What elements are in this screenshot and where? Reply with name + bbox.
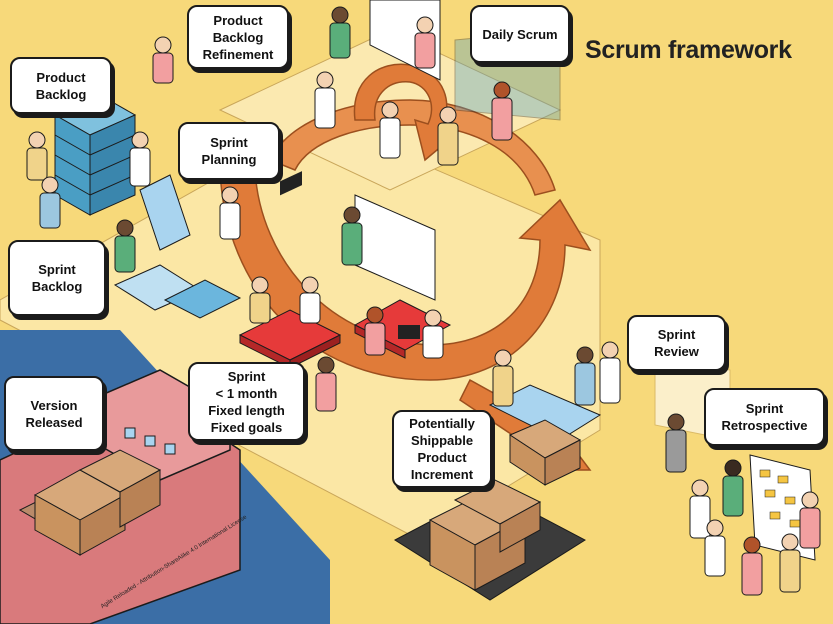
sprint-planning-label: Sprint Planning — [201, 135, 257, 167]
refinement-panel — [139, 174, 191, 251]
pallet-boxes — [394, 479, 586, 601]
sprint-backlog-label: Sprint Backlog — [31, 262, 83, 294]
person — [341, 206, 363, 266]
person — [114, 219, 136, 273]
product-backlog-bubble: Product Backlog — [10, 57, 112, 114]
person — [492, 349, 514, 407]
backlog-refinement-label: Product Backlog Refinement — [202, 12, 274, 62]
person — [329, 6, 351, 59]
person — [39, 176, 61, 229]
person — [314, 71, 336, 129]
laptop-left — [280, 171, 302, 196]
shippable-increment-bubble: Potentially Shippable Product Increment — [392, 410, 492, 488]
person — [26, 131, 48, 181]
product-backlog-stack — [53, 94, 137, 216]
person — [379, 101, 401, 159]
sprint-retrospective-label: Sprint Retrospective — [721, 401, 808, 433]
sprint-backlog-bubble: Sprint Backlog — [8, 240, 106, 316]
sprint-cycle-bubble: Sprint < 1 month Fixed length Fixed goal… — [188, 362, 305, 441]
person — [741, 536, 763, 596]
version-released-bubble: Version Released — [4, 376, 104, 451]
person — [799, 491, 821, 549]
sprint-retrospective-bubble: Sprint Retrospective — [704, 388, 825, 446]
version-released-label: Version Released — [25, 397, 83, 430]
sprint-review-label: Sprint Review — [654, 327, 699, 359]
person — [299, 276, 321, 324]
person — [574, 346, 596, 406]
person — [249, 276, 271, 324]
sprint-cycle-label: Sprint < 1 month Fixed length Fixed goal… — [208, 368, 285, 435]
person — [689, 479, 711, 539]
person — [779, 533, 801, 593]
person — [665, 413, 687, 473]
laptop-right — [398, 325, 420, 339]
daily-scrum-bubble: Daily Scrum — [470, 5, 570, 63]
person — [129, 131, 151, 187]
sticky-notes — [759, 469, 801, 528]
sprint-planning-bubble: Sprint Planning — [178, 122, 280, 180]
shippable-increment-label: Potentially Shippable Product Increment — [409, 416, 475, 482]
diagram-title: Scrum framework — [585, 36, 792, 64]
person — [152, 36, 174, 84]
person — [315, 356, 337, 412]
person — [491, 81, 513, 141]
person — [437, 106, 459, 166]
person — [422, 309, 444, 359]
person — [414, 16, 436, 69]
sprint-review-bubble: Sprint Review — [627, 315, 726, 371]
person — [364, 306, 386, 356]
person — [219, 186, 241, 240]
released-boxes — [33, 449, 162, 556]
backlog-refinement-bubble: Product Backlog Refinement — [187, 5, 289, 69]
increment-table — [488, 384, 602, 486]
daily-scrum-label: Daily Scrum — [482, 26, 558, 42]
person — [599, 341, 621, 404]
sprint-task-tray — [163, 279, 242, 319]
person — [722, 459, 744, 517]
retrospective-board — [749, 454, 816, 561]
product-backlog-label: Product Backlog — [35, 69, 87, 102]
people — [26, 6, 821, 596]
person — [704, 519, 726, 577]
